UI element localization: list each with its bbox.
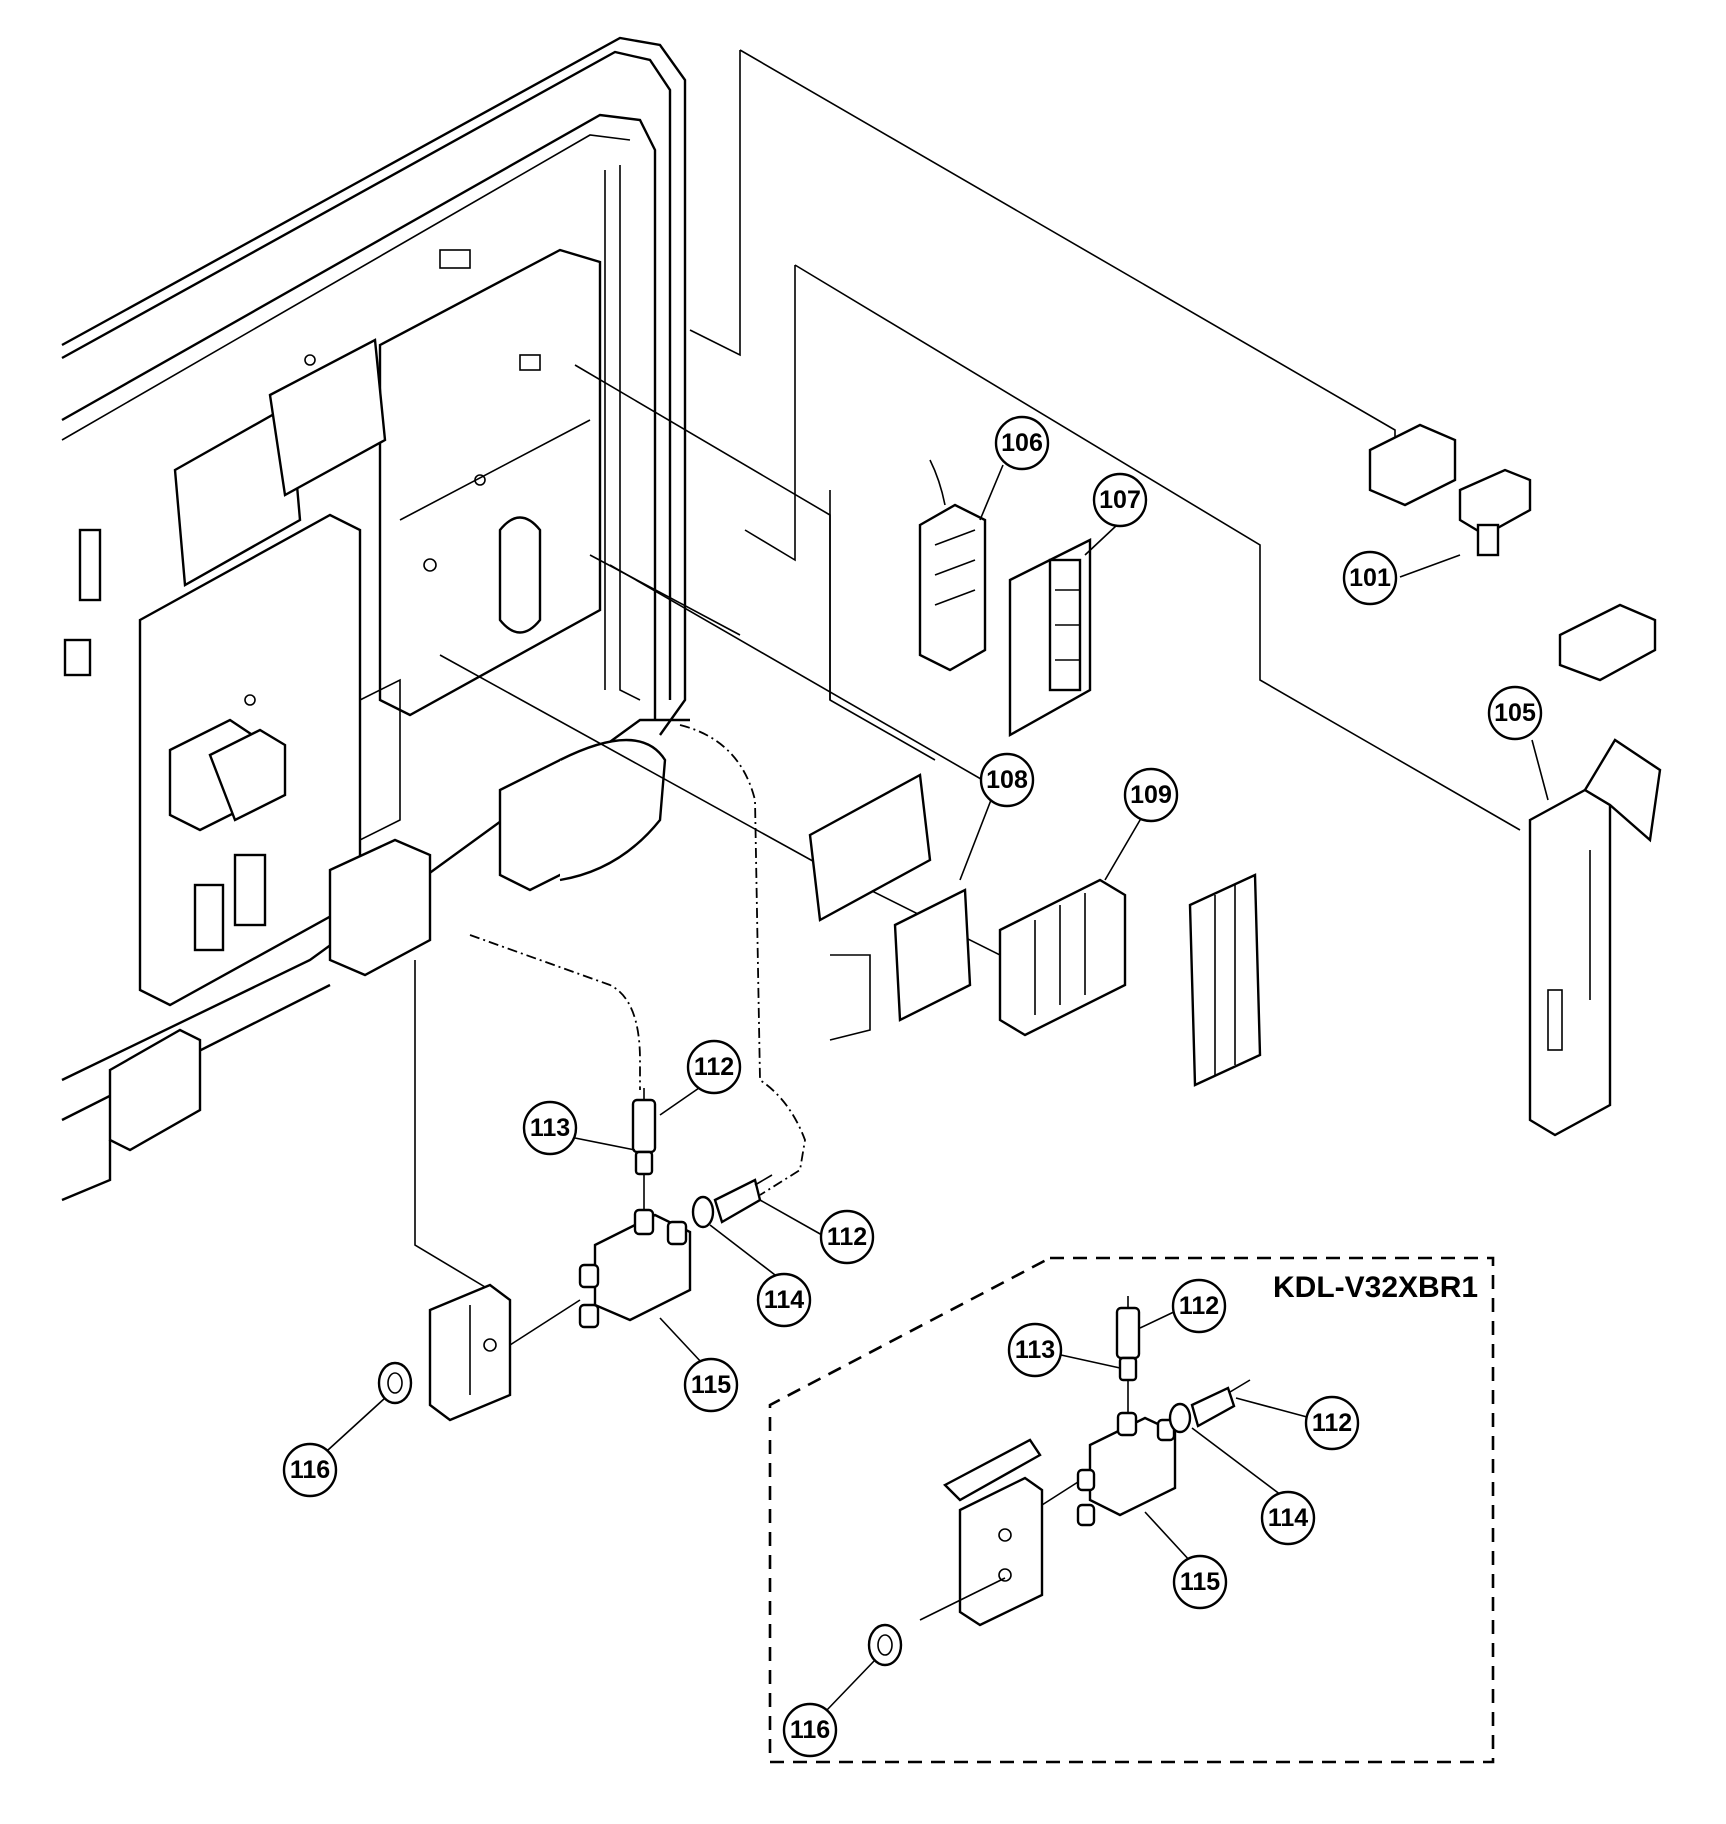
bracket-assembly-101 [1368,423,1657,682]
svg-text:109: 109 [1130,781,1172,809]
callout-113: 113 [522,1100,578,1156]
svg-text:105: 105 [1494,699,1536,727]
board-108 [808,773,972,1041]
variant-box: KDL-V32XBR1 [768,1256,1495,1764]
callout-109: 109 [1123,767,1179,823]
callout-106: 106 [994,415,1050,471]
variant-box-label: KDL-V32XBR1 [1273,1271,1478,1304]
leader-lines [414,49,1521,1291]
svg-text:113: 113 [1015,1336,1055,1364]
callout-variant-112-right: 112 [1304,1395,1360,1451]
svg-text:101: 101 [1349,564,1391,592]
svg-text:108: 108 [986,766,1028,794]
svg-text:113: 113 [530,1114,570,1142]
callout-107: 107 [1092,472,1148,528]
svg-text:114: 114 [764,1286,804,1314]
callout-116: 116 [282,1442,338,1498]
callout-112-right: 112 [819,1209,875,1265]
svg-text:112: 112 [1179,1292,1219,1320]
svg-text:114: 114 [1268,1504,1308,1532]
side-bracket-105 [1528,738,1662,1137]
callout-variant-116: 116 [782,1702,838,1758]
callout-variant-114: 114 [1260,1490,1316,1546]
callout-101: 101 [1342,550,1398,606]
callout-105: 105 [1487,685,1543,741]
heatsink-109 [998,873,1262,1087]
svg-text:112: 112 [827,1223,867,1251]
antenna-assembly-main [377,1088,773,1422]
svg-text:116: 116 [790,1716,830,1744]
tv-chassis-rear [61,36,690,1202]
callout-variant-115: 115 [1172,1554,1228,1610]
svg-text:112: 112 [694,1053,734,1081]
svg-text:115: 115 [1180,1568,1220,1596]
callout-leaders [327,464,1549,1712]
callout-variant-112-upper: 112 [1171,1278,1227,1334]
svg-text:115: 115 [691,1371,731,1399]
jack-board-107 [1008,538,1092,738]
svg-text:112: 112 [1312,1409,1352,1437]
svg-text:106: 106 [1001,429,1043,457]
callout-112-upper: 112 [686,1039,742,1095]
callouts: 101 105 106 107 108 109 112 112 [282,415,1543,1758]
svg-text:107: 107 [1099,486,1141,514]
svg-text:116: 116 [290,1456,330,1484]
callout-108: 108 [979,752,1035,808]
callout-variant-113: 113 [1007,1322,1063,1378]
callout-115: 115 [683,1357,739,1413]
terminal-block-106 [918,459,987,672]
callout-114: 114 [756,1272,812,1328]
